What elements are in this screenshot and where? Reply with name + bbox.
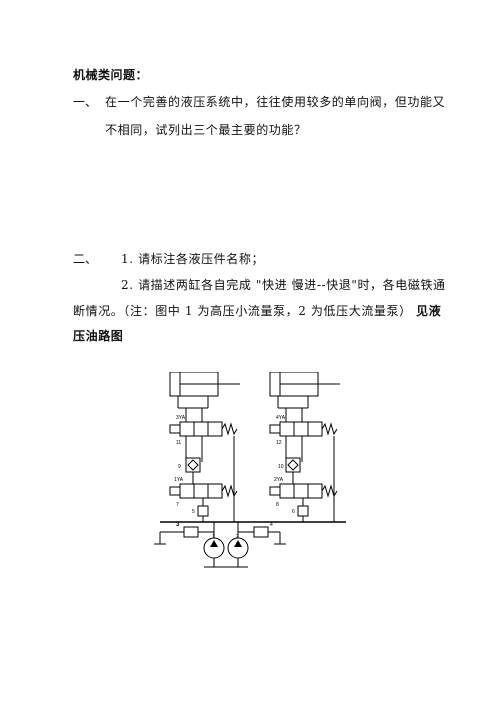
label-valve-right-mid: 8	[276, 502, 279, 508]
relief-valve-3	[183, 526, 199, 538]
hydraulic-circuit-diagram: 13 14 3YA 4YA 11 12 9 10 1YA 2YA 7 8 5 6…	[154, 372, 346, 568]
valve-12	[279, 421, 295, 437]
question-2-item-2-line-2: 断情况。（注：图中 1 为高压小流量泵，2 为低压大流量泵） 见液	[73, 302, 441, 319]
valve-8	[279, 483, 295, 499]
label-filter-right: 10	[278, 464, 284, 470]
relief-valve-4	[253, 526, 269, 538]
check-valve-5	[197, 505, 209, 517]
question-1-line-1: 在一个完善的液压系统中，往往使用较多的单向阀，但功能又	[105, 95, 446, 109]
solenoid-1ya	[169, 486, 181, 496]
question-2-number: 二、	[73, 252, 98, 266]
valve-11	[179, 421, 195, 437]
question-2-ref-a: 见液	[416, 304, 442, 318]
solenoid-3ya	[169, 424, 181, 434]
solenoid-2ya	[269, 486, 281, 496]
label-valve-right-top: 12	[276, 440, 282, 446]
label-check-left: 5	[192, 509, 195, 515]
label-sol-left-mid: 1YA	[174, 477, 184, 483]
label-sol-left-top: 3YA	[176, 415, 186, 421]
label-pump-1: 1	[212, 534, 215, 540]
question-2-note: 断情况。（注：图中 1 为高压小流量泵，2 为低压大流量泵）	[73, 304, 412, 318]
valve-7	[179, 483, 195, 499]
section-heading: 机械类问题：	[73, 68, 149, 82]
question-1-line-2: 不相同，试列出三个最主要的功能？	[105, 123, 307, 137]
question-1-number: 一、	[73, 95, 98, 109]
label-relief-left: 3	[176, 522, 180, 528]
question-2-ref-b: 压油路图	[73, 329, 124, 343]
label-pump-2: 2	[236, 534, 239, 540]
label-relief-right: 4	[270, 522, 273, 528]
question-2-item-2-line-1: 2. 请描述两缸各自完成 "快进 慢进--快退"时，各电磁铁通	[121, 278, 446, 292]
check-valve-6	[297, 505, 309, 517]
solenoid-4ya	[269, 424, 281, 434]
label-sol-right-top: 4YA	[276, 415, 286, 421]
label-valve-left-mid: 7	[176, 502, 179, 508]
label-sol-right-mid: 2YA	[274, 477, 284, 483]
label-valve-left-top: 11	[176, 440, 181, 446]
label-filter-left: 9	[178, 464, 181, 470]
label-check-right: 6	[292, 509, 295, 515]
question-2-item-1: 1. 请标注各液压件名称；	[121, 252, 265, 266]
